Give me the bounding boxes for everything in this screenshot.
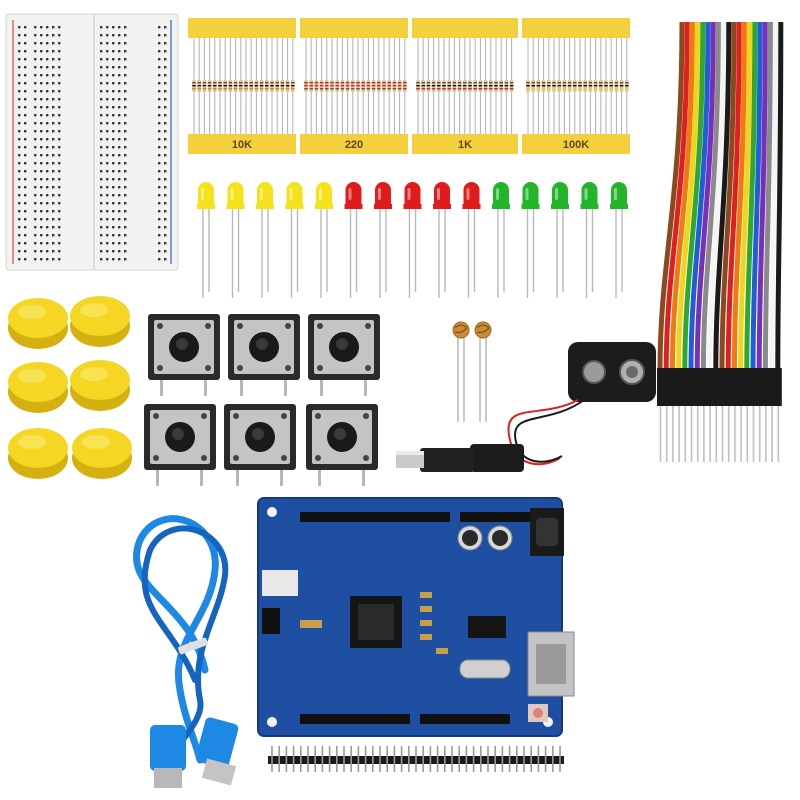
led-row [197, 182, 628, 298]
jumper-wire-bundle [657, 21, 784, 462]
resistor-strips: 10K 220 1K 100K [188, 18, 630, 154]
led [521, 182, 540, 298]
button-cap [8, 362, 68, 413]
led [374, 182, 392, 298]
resistor-label-10k: 10K [232, 139, 252, 151]
resistor-leads [192, 38, 629, 134]
led [197, 182, 215, 298]
tactile-switch [148, 314, 220, 396]
button-caps [8, 296, 132, 479]
breadboard [5, 13, 179, 271]
breadboard-holes [18, 26, 167, 261]
tactile-switches [144, 314, 380, 486]
led [403, 182, 422, 298]
resistor-label-220: 220 [345, 139, 363, 151]
led [551, 182, 569, 298]
resistor-strip-1k: 1K [412, 18, 518, 154]
led [315, 182, 333, 298]
header-pins [271, 746, 561, 772]
usb-cable [132, 515, 239, 788]
button-cap [72, 428, 132, 479]
arduino-uno-board [257, 497, 575, 737]
tactile-switch [306, 404, 378, 486]
tactile-switch [224, 404, 296, 486]
jumper-wires [657, 21, 784, 462]
led [610, 182, 628, 298]
led [492, 182, 510, 298]
led [580, 182, 599, 298]
button-cap [8, 298, 68, 349]
led [256, 182, 274, 298]
led [226, 182, 245, 298]
photoresistors [452, 321, 492, 422]
resistor-label-100k: 100K [563, 139, 589, 151]
resistor-strip-220: 220 [300, 18, 408, 154]
battery-clip [396, 342, 656, 472]
pin-header-strip [268, 746, 564, 772]
button-cap [8, 428, 68, 479]
led [462, 182, 481, 298]
tactile-switch [308, 314, 380, 396]
button-cap [70, 296, 130, 347]
tactile-switch [228, 314, 300, 396]
resistor-strip-100k: 100K [522, 18, 630, 154]
tactile-switch [144, 404, 216, 486]
led [344, 182, 363, 298]
led [433, 182, 451, 298]
led [285, 182, 304, 298]
resistor-label-1k: 1K [458, 139, 472, 151]
resistor-strip-10k: 10K [188, 18, 296, 154]
button-cap [70, 360, 130, 411]
